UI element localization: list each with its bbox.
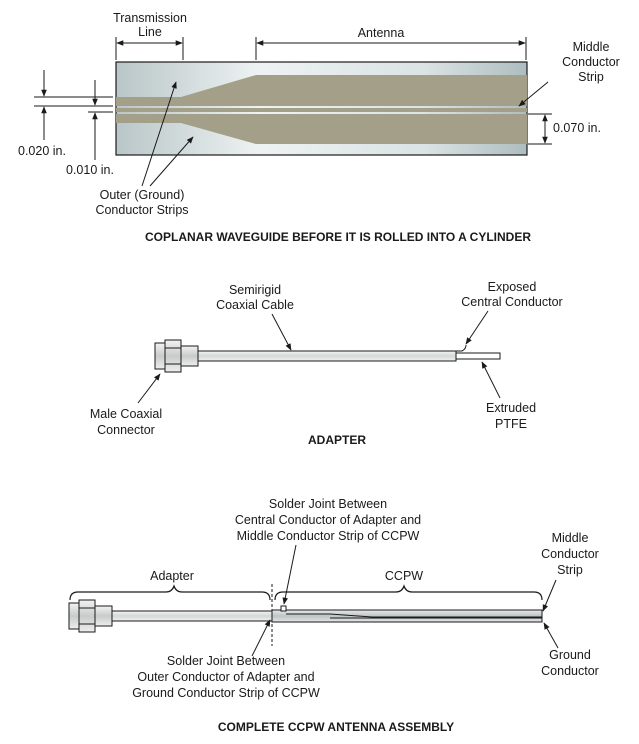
assembly-mcs-label-1: Middle bbox=[552, 531, 589, 545]
antenna-label: Antenna bbox=[358, 26, 405, 40]
semirigid-label-1: Semirigid bbox=[229, 283, 281, 297]
tline-label-1: Transmission bbox=[113, 11, 187, 25]
extruded-ptfe bbox=[455, 352, 501, 360]
assembly-mcs-label-3: Strip bbox=[557, 563, 583, 577]
extruded-label-1: Extruded bbox=[486, 401, 536, 415]
ground-label-1: Ground bbox=[549, 648, 591, 662]
caption-ccpw-assembly: COMPLETE CCPW ANTENNA ASSEMBLY bbox=[218, 720, 454, 734]
solder-bottom-label-2: Outer Conductor of Adapter and bbox=[137, 670, 314, 684]
solder-bottom-label-3: Ground Conductor Strip of CCPW bbox=[132, 686, 320, 700]
semirigid-cable bbox=[197, 350, 457, 362]
male-connector-leader bbox=[137, 373, 161, 404]
central-solder-joint bbox=[280, 605, 287, 612]
ccpw-label: CCPW bbox=[385, 569, 423, 583]
ccpw-cylinder bbox=[271, 609, 543, 623]
panel-coplanar-waveguide: Transmission Line Antenna Middle Conduct… bbox=[18, 11, 620, 244]
male-connector-label-2: Connector bbox=[97, 423, 155, 437]
solder-bottom-label-1: Solder Joint Between bbox=[167, 654, 285, 668]
adapter-brace bbox=[69, 584, 271, 601]
assembly-connector-body bbox=[94, 605, 113, 627]
connector-body bbox=[180, 345, 199, 367]
assembly-connector-nut bbox=[78, 599, 96, 633]
assembly-mcs-leader bbox=[542, 579, 557, 612]
assembly-mcs-label-2: Conductor bbox=[541, 547, 599, 561]
extruded-label-2: PTFE bbox=[495, 417, 527, 431]
mcs-label-3: Strip bbox=[578, 70, 604, 84]
mcs-label-2: Conductor bbox=[562, 55, 620, 69]
assembly-adapter-cable bbox=[111, 610, 273, 622]
exposed-central-conductor bbox=[456, 344, 467, 352]
upper-ground-strip bbox=[116, 75, 527, 106]
solder-top-leader bbox=[282, 544, 297, 605]
solder-top-label-1: Solder Joint Between bbox=[269, 497, 387, 511]
semirigid-label-2: Coaxial Cable bbox=[216, 298, 294, 312]
solder-bottom-leader bbox=[251, 619, 271, 657]
solder-top-label-3: Middle Conductor Strip of CCPW bbox=[237, 529, 420, 543]
exposed-label-2: Central Conductor bbox=[461, 295, 562, 309]
ccpw-brace bbox=[274, 584, 543, 601]
solder-top-label-2: Central Conductor of Adapter and bbox=[235, 513, 421, 527]
panel-ccpw-assembly: Adapter CCPW Solder Joint Between Centra… bbox=[68, 497, 599, 734]
exposed-label-1: Exposed bbox=[488, 280, 537, 294]
adapter-label: Adapter bbox=[150, 569, 194, 583]
ground-label-2: Conductor bbox=[541, 664, 599, 678]
dim070-label: 0.070 in. bbox=[553, 121, 601, 135]
caption-coplanar: COPLANAR WAVEGUIDE BEFORE IT IS ROLLED I… bbox=[145, 230, 531, 244]
ccpw-middle-strip-line bbox=[286, 613, 542, 618]
outer-ground-label-2: Conductor Strips bbox=[95, 203, 188, 217]
ground-leader-lower bbox=[149, 136, 194, 187]
mcs-leader bbox=[518, 81, 549, 107]
ground-leader-upper bbox=[141, 81, 177, 187]
tline-label-2: Line bbox=[138, 25, 162, 39]
dim020-label: 0.020 in. bbox=[18, 144, 66, 158]
panel-adapter: Semirigid Coaxial Cable Exposed Central … bbox=[90, 280, 563, 447]
lower-ground-strip bbox=[116, 114, 527, 144]
dim010-label: 0.010 in. bbox=[66, 163, 114, 177]
male-connector-label-1: Male Coaxial bbox=[90, 407, 162, 421]
extruded-leader bbox=[481, 361, 501, 399]
exposed-leader bbox=[465, 310, 489, 345]
semirigid-leader bbox=[271, 313, 292, 351]
outer-ground-label-1: Outer (Ground) bbox=[100, 188, 185, 202]
connector-nut bbox=[164, 339, 182, 373]
assembly-connector-front bbox=[68, 602, 80, 630]
mcs-label-1: Middle bbox=[573, 40, 610, 54]
caption-adapter: ADAPTER bbox=[308, 433, 366, 447]
middle-conductor-strip bbox=[116, 108, 527, 112]
ground-conductor-leader bbox=[543, 622, 559, 649]
connector-nut-front bbox=[154, 342, 166, 370]
